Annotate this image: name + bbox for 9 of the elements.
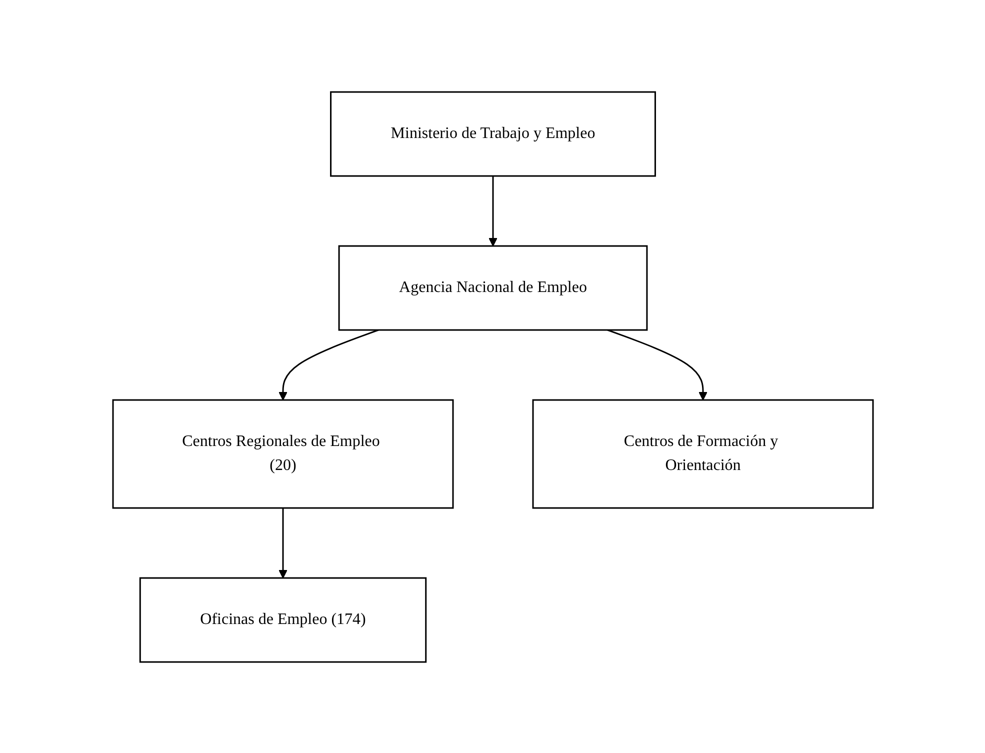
arrow [606,328,707,400]
arrow [488,176,497,246]
node-box: Agencia Nacional de Empleo [338,244,648,330]
node-box: Ministerio de Trabajo y Empleo [330,90,656,176]
node-box: Oficinas de Empleo (174) [138,576,426,662]
arrow [278,328,378,400]
node-box: Centros Regionales de Empleo (20) [112,398,454,508]
arrow [278,508,287,578]
node-box: Centros de Formación y Orientación [532,398,874,508]
